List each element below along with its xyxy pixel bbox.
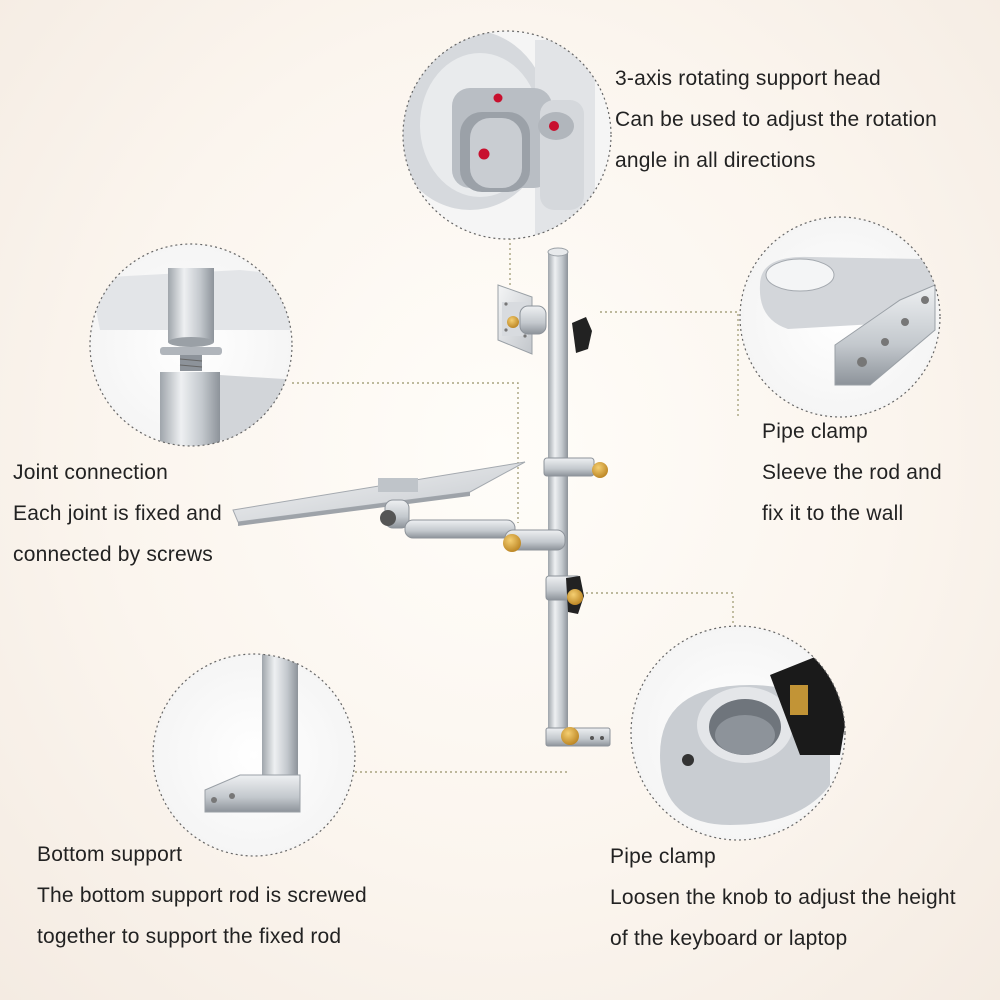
caption-title: Bottom support xyxy=(37,843,183,866)
caption-pipe-clamp-wall: Pipe clamp Sleeve the rod and fix it to … xyxy=(762,411,942,534)
desk-stand xyxy=(232,247,611,747)
caption-line: Loosen the knob to adjust the height xyxy=(610,886,956,909)
detail-circle-pipe-clamp-wall xyxy=(739,216,941,418)
caption-line: fix it to the wall xyxy=(762,502,904,525)
caption-bottom-support: Bottom support The bottom support rod is… xyxy=(37,834,367,957)
detail-circle-bottom-support xyxy=(152,653,356,857)
caption-line: angle in all directions xyxy=(615,149,816,172)
caption-title: Pipe clamp xyxy=(610,845,716,868)
detail-circle-pipe-clamp-knob xyxy=(630,625,846,841)
leader-lines xyxy=(292,238,739,773)
caption-joint-connection: Joint connection Each joint is fixed and… xyxy=(13,452,222,575)
caption-line: The bottom support rod is screwed xyxy=(37,884,367,907)
caption-line: connected by screws xyxy=(13,543,213,566)
caption-line: Sleeve the rod and xyxy=(762,461,942,484)
caption-line: Each joint is fixed and xyxy=(13,502,222,525)
caption-line: of the keyboard or laptop xyxy=(610,927,848,950)
detail-circle-joint xyxy=(89,243,293,447)
caption-title: Pipe clamp xyxy=(762,420,868,443)
caption-line: together to support the fixed rod xyxy=(37,925,342,948)
caption-support-head: 3-axis rotating support head Can be used… xyxy=(615,58,937,181)
caption-title: Joint connection xyxy=(13,461,168,484)
caption-title: 3-axis rotating support head xyxy=(615,67,881,90)
detail-circle-support-head xyxy=(402,30,612,240)
caption-line: Can be used to adjust the rotation xyxy=(615,108,938,131)
caption-pipe-clamp-knob: Pipe clamp Loosen the knob to adjust the… xyxy=(610,836,956,959)
